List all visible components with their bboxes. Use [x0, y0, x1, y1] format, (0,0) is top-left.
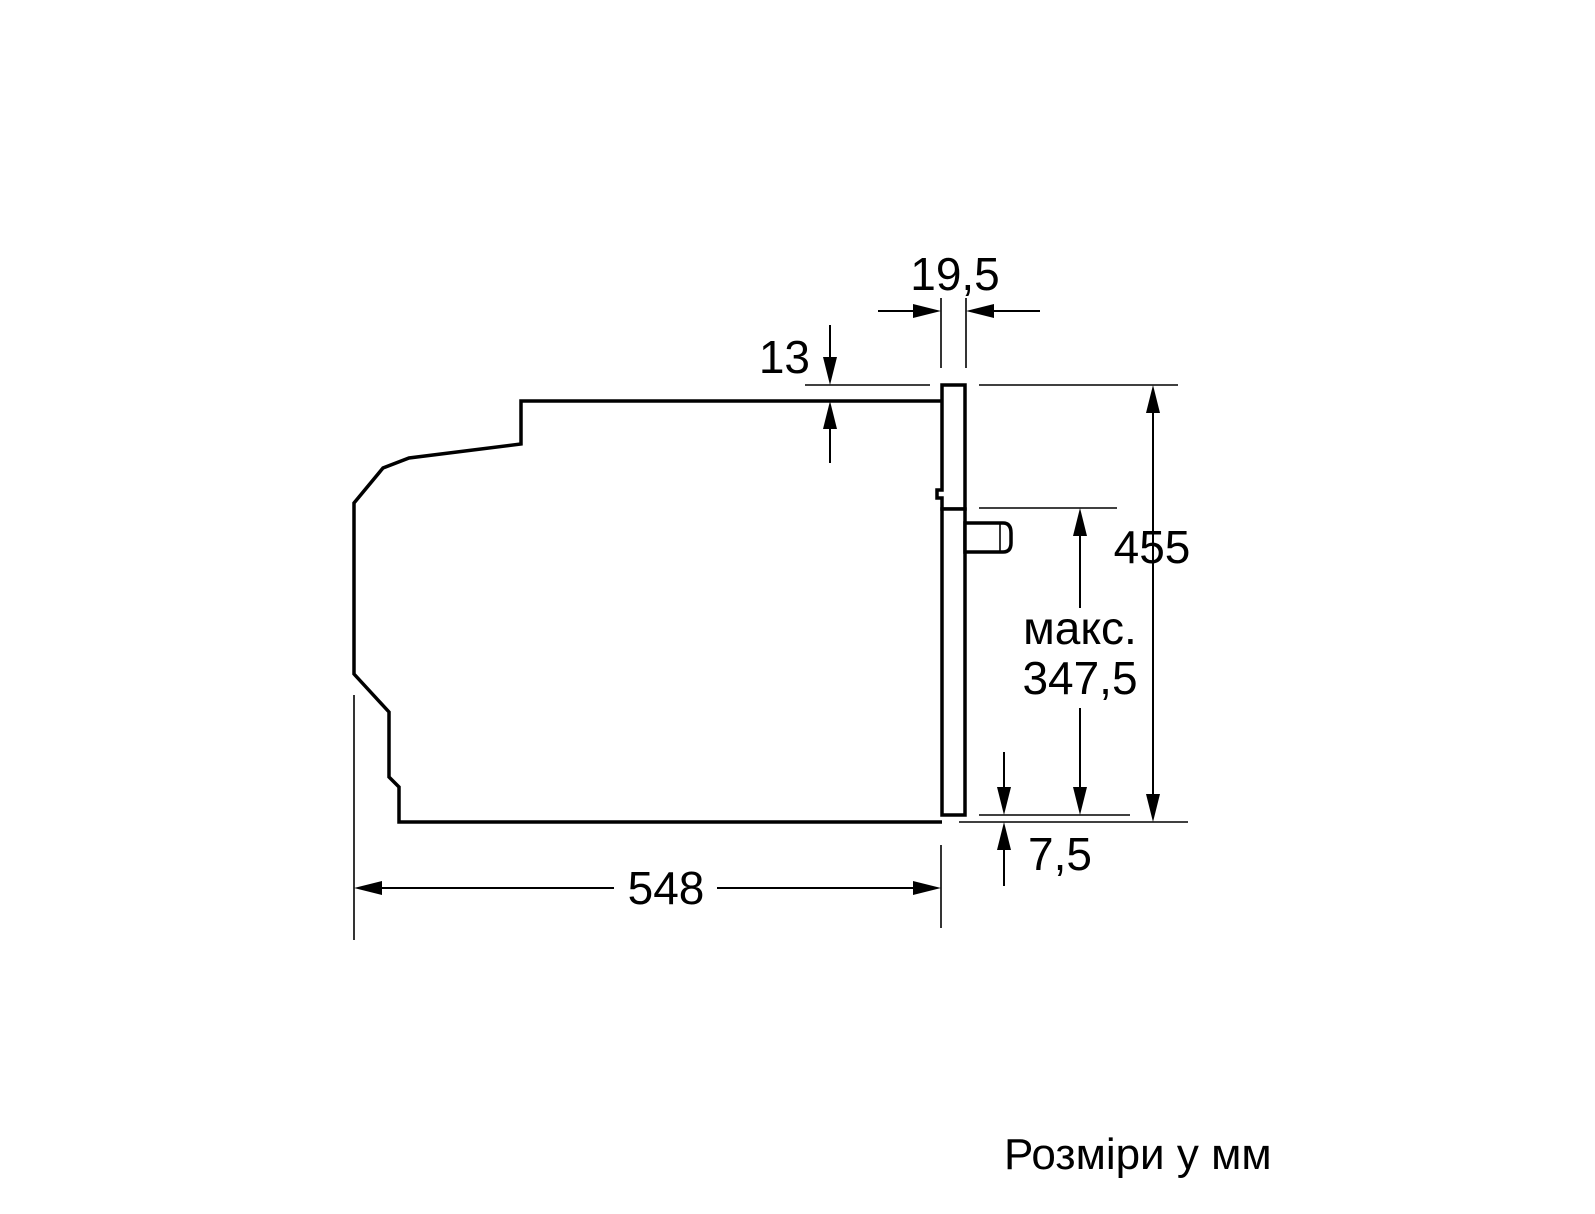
arrow-max-bottom [1073, 787, 1087, 815]
arrow-bottom-offset-up [997, 822, 1011, 850]
dim-label-bottom-offset: 7,5 [1028, 828, 1092, 880]
arrow-panel-left [913, 304, 941, 318]
oven-body-outline [352, 399, 942, 824]
arrow-depth-left [354, 881, 382, 895]
arrow-total-bottom [1146, 794, 1160, 822]
arrow-total-top [1146, 385, 1160, 413]
dim-label-top-offset: 13 [759, 331, 810, 383]
arrow-depth-right [913, 881, 941, 895]
dim-label-max-prefix: макс. [1023, 602, 1137, 654]
dim-label-max-height: 347,5 [1022, 652, 1137, 704]
arrow-top-offset-up [823, 401, 837, 429]
arrow-max-top [1073, 508, 1087, 536]
arrow-bottom-offset-down [997, 787, 1011, 815]
units-caption: Розміри у мм [1004, 1130, 1272, 1179]
front-panel-upper [935, 383, 967, 511]
arrow-panel-right [966, 304, 994, 318]
door-handle [963, 521, 1013, 554]
dim-label-depth: 548 [628, 862, 705, 914]
arrow-top-offset-down [823, 357, 837, 385]
dim-label-panel-thickness: 19,5 [910, 248, 1000, 300]
dim-label-total-height: 455 [1114, 521, 1191, 573]
front-door [940, 507, 967, 817]
